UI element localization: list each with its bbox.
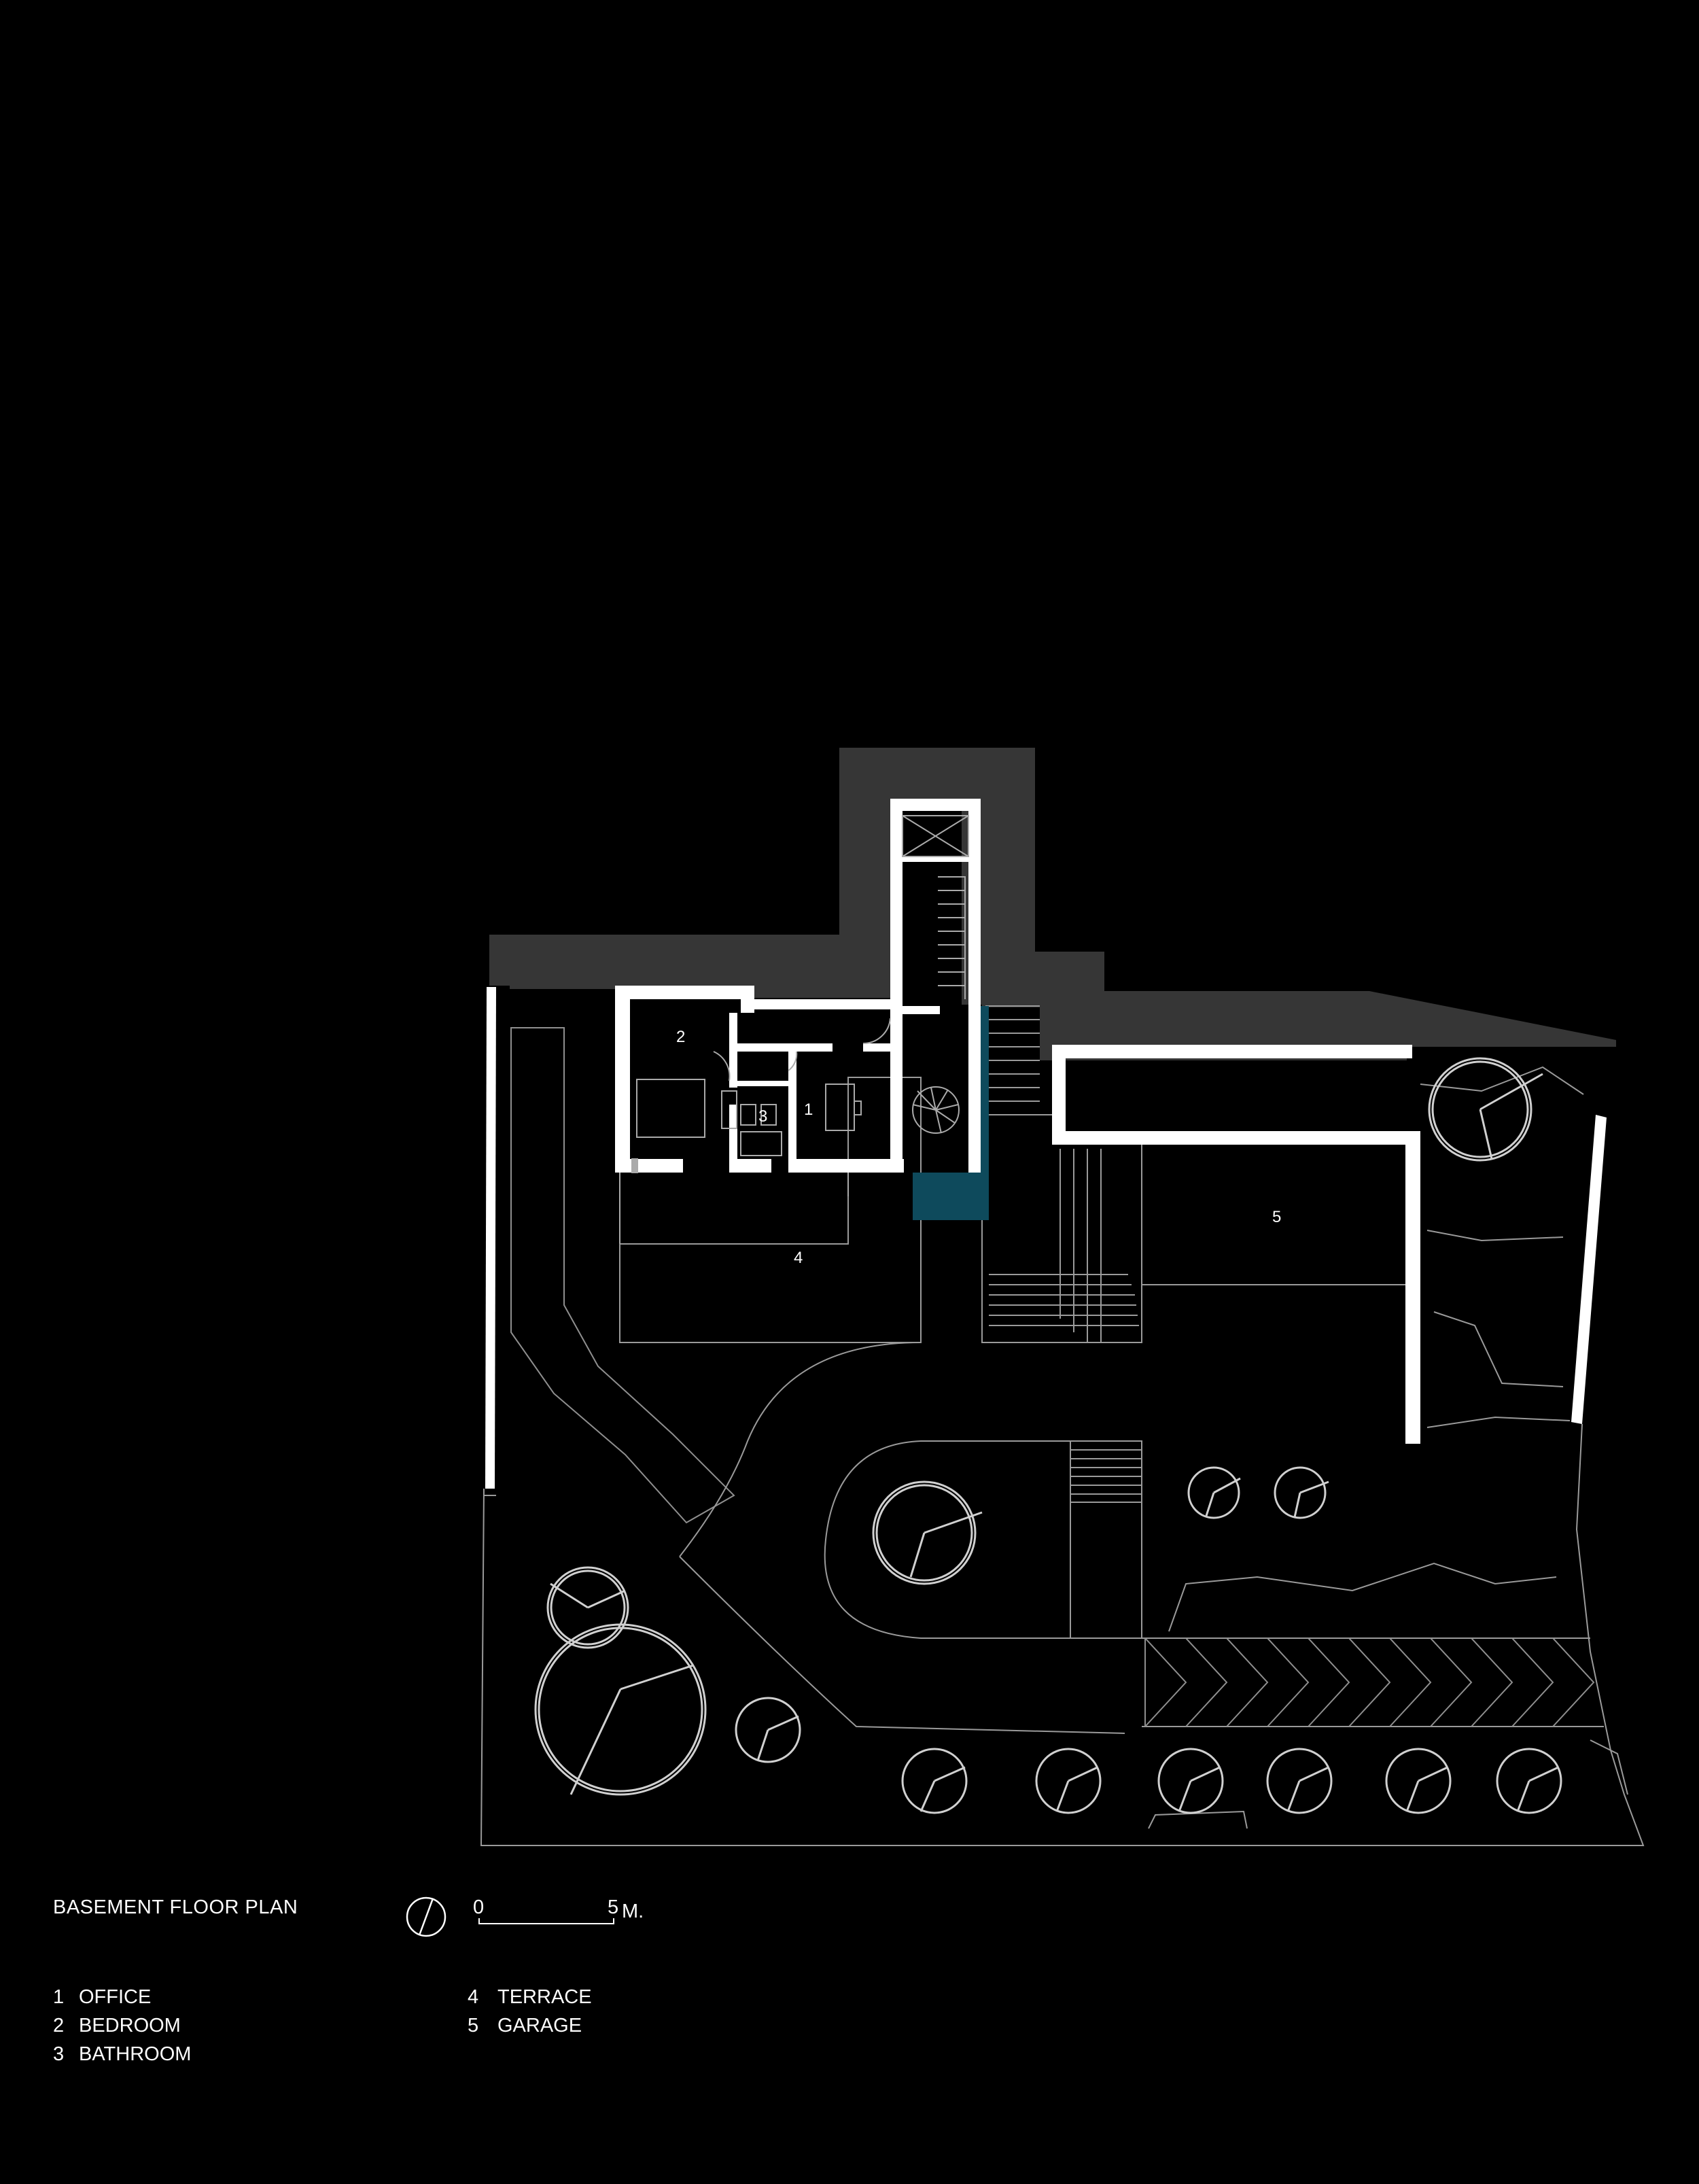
room-label-4: 4 <box>794 1249 803 1267</box>
legend-item-bedroom: 2 BEDROOM <box>53 2011 191 2040</box>
reflecting-pool <box>913 1173 989 1220</box>
legend-item-garage: 5 GARAGE <box>468 2011 592 2040</box>
legend-name: OFFICE <box>79 1986 152 2008</box>
room-label-3: 3 <box>758 1107 767 1126</box>
bottom-planter-chevrons <box>1144 1637 1595 1727</box>
legend-name: BATHROOM <box>79 2043 192 2065</box>
legend-column-1: 1 OFFICE 2 BEDROOM 3 BATHROOM <box>53 1983 191 2068</box>
legend-number: 5 <box>468 2015 479 2036</box>
pool-edge <box>981 1006 989 1173</box>
scale-end-label: 5 <box>608 1896 619 1918</box>
room-label-5: 5 <box>1272 1208 1281 1226</box>
trees <box>534 1057 1562 1814</box>
legend-item-office: 1 OFFICE <box>53 1983 191 2011</box>
legend-name: GARAGE <box>497 2015 582 2036</box>
interior-fixtures <box>619 815 969 1244</box>
legend-name: BEDROOM <box>79 2015 181 2036</box>
legend-name: TERRACE <box>497 1986 592 2008</box>
scale-unit-label: M. <box>622 1901 644 1922</box>
scale-start-label: 0 <box>473 1896 485 1918</box>
legend-item-bathroom: 3 BATHROOM <box>53 2040 191 2068</box>
legend-number: 2 <box>53 2015 65 2036</box>
plan-title: BASEMENT FLOOR PLAN <box>53 1896 298 1918</box>
right-boundary-wall <box>1571 1115 1607 1424</box>
north-arrow-icon <box>406 1896 446 1937</box>
left-boundary-wall <box>485 987 496 1489</box>
earth-fill <box>489 748 1616 1060</box>
site-linework <box>480 1005 1645 1846</box>
legend-column-2: 4 TERRACE 5 GARAGE <box>468 1983 592 2040</box>
scale-bar <box>478 1918 614 1924</box>
room-label-1: 1 <box>804 1100 813 1119</box>
legend-number: 4 <box>468 1986 479 2008</box>
legend-number: 1 <box>53 1986 65 2008</box>
legend-item-terrace: 4 TERRACE <box>468 1983 592 2011</box>
left-planter-chevrons <box>510 1027 735 1524</box>
room-label-2: 2 <box>676 1028 685 1046</box>
legend-number: 3 <box>53 2043 65 2065</box>
